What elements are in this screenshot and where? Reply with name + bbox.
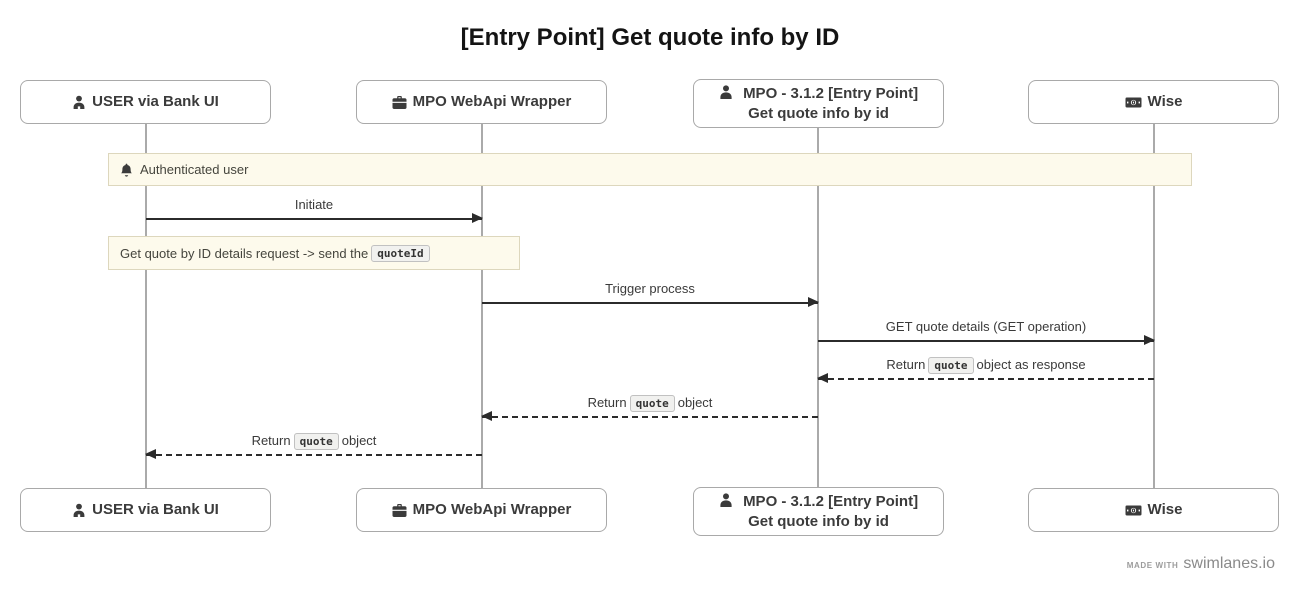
arrow-line — [818, 335, 1155, 345]
person-icon — [719, 493, 733, 508]
note-text: Authenticated user — [140, 162, 249, 177]
actor-wise-bottom: Wise — [1028, 488, 1279, 532]
message-label: Initiate — [294, 197, 334, 212]
actor-label: USER via Bank UI — [92, 501, 219, 519]
message-get-quote-details: GET quote details (GET operation) — [818, 319, 1155, 345]
label-text: Return — [587, 395, 627, 410]
code-badge-quote: quote — [928, 357, 974, 374]
actor-label: Wise — [1147, 93, 1183, 111]
made-with-label: made with — [1126, 561, 1179, 570]
actor-label: USER via Bank UI — [92, 93, 219, 111]
lifeline-wise — [1153, 124, 1155, 488]
actor-label: MPO - 3.1.2 [Entry Point] Get quote info… — [743, 85, 919, 122]
swimlanes-brand[interactable]: swimlanes.io — [1183, 555, 1275, 572]
code-badge-quote: quote — [293, 433, 339, 450]
arrow-line — [482, 297, 819, 307]
user-icon — [72, 95, 86, 110]
actor-wise-top: Wise — [1028, 80, 1279, 124]
actor-user-bottom: USER via Bank UI — [20, 488, 271, 532]
arrowhead-left-icon — [817, 373, 828, 383]
bell-icon — [120, 163, 133, 177]
label-text: object — [341, 433, 377, 448]
arrowhead-right-icon — [472, 213, 483, 223]
money-bill-icon — [1125, 504, 1142, 517]
actor-mpo-webapi-top: MPO WebApi Wrapper — [356, 80, 607, 124]
actor-user-top: USER via Bank UI — [20, 80, 271, 124]
message-initiate: Initiate — [146, 197, 483, 223]
arrow-line — [146, 213, 483, 223]
actor-label: MPO WebApi Wrapper — [412, 93, 572, 111]
arrowhead-right-icon — [1144, 335, 1155, 345]
message-trigger-process: Trigger process — [482, 281, 819, 307]
lifeline-user — [145, 124, 147, 488]
arrow-line — [817, 373, 1154, 383]
arrowhead-left-icon — [481, 411, 492, 421]
message-label: GET quote details (GET operation) — [885, 319, 1087, 334]
person-icon — [719, 85, 733, 100]
briefcase-icon — [392, 95, 407, 110]
label-text: object as response — [976, 357, 1086, 372]
user-icon — [72, 503, 86, 518]
actor-mpo-312-bottom: MPO - 3.1.2 [Entry Point] Get quote info… — [693, 487, 944, 536]
actor-label: Wise — [1147, 501, 1183, 519]
message-label: Trigger process — [605, 281, 695, 296]
money-bill-icon — [1125, 96, 1142, 109]
note-get-quote-by-id: Get quote by ID details request -> send … — [108, 236, 520, 270]
actor-mpo-webapi-bottom: MPO WebApi Wrapper — [356, 488, 607, 532]
label-text: Return — [886, 357, 926, 372]
footer-branding: made with swimlanes.io — [1127, 555, 1275, 573]
actor-mpo-312-top: MPO - 3.1.2 [Entry Point] Get quote info… — [693, 79, 944, 128]
lifeline-mpo-webapi — [481, 124, 483, 488]
note-authenticated-user: Authenticated user — [108, 153, 1192, 186]
briefcase-icon — [392, 503, 407, 518]
code-badge-quote: quote — [629, 395, 675, 412]
arrowhead-left-icon — [145, 449, 156, 459]
arrowhead-right-icon — [808, 297, 819, 307]
label-text: Return — [251, 433, 291, 448]
actor-label: MPO - 3.1.2 [Entry Point] Get quote info… — [743, 493, 919, 530]
arrow-line — [481, 411, 818, 421]
arrow-line — [145, 449, 482, 459]
note-text: Get quote by ID details request -> send … — [120, 245, 369, 261]
diagram-title: [Entry Point] Get quote info by ID — [460, 24, 840, 51]
code-badge-quoteid: quoteId — [371, 244, 430, 262]
label-text: object — [677, 395, 713, 410]
actor-label: MPO WebApi Wrapper — [412, 501, 572, 519]
